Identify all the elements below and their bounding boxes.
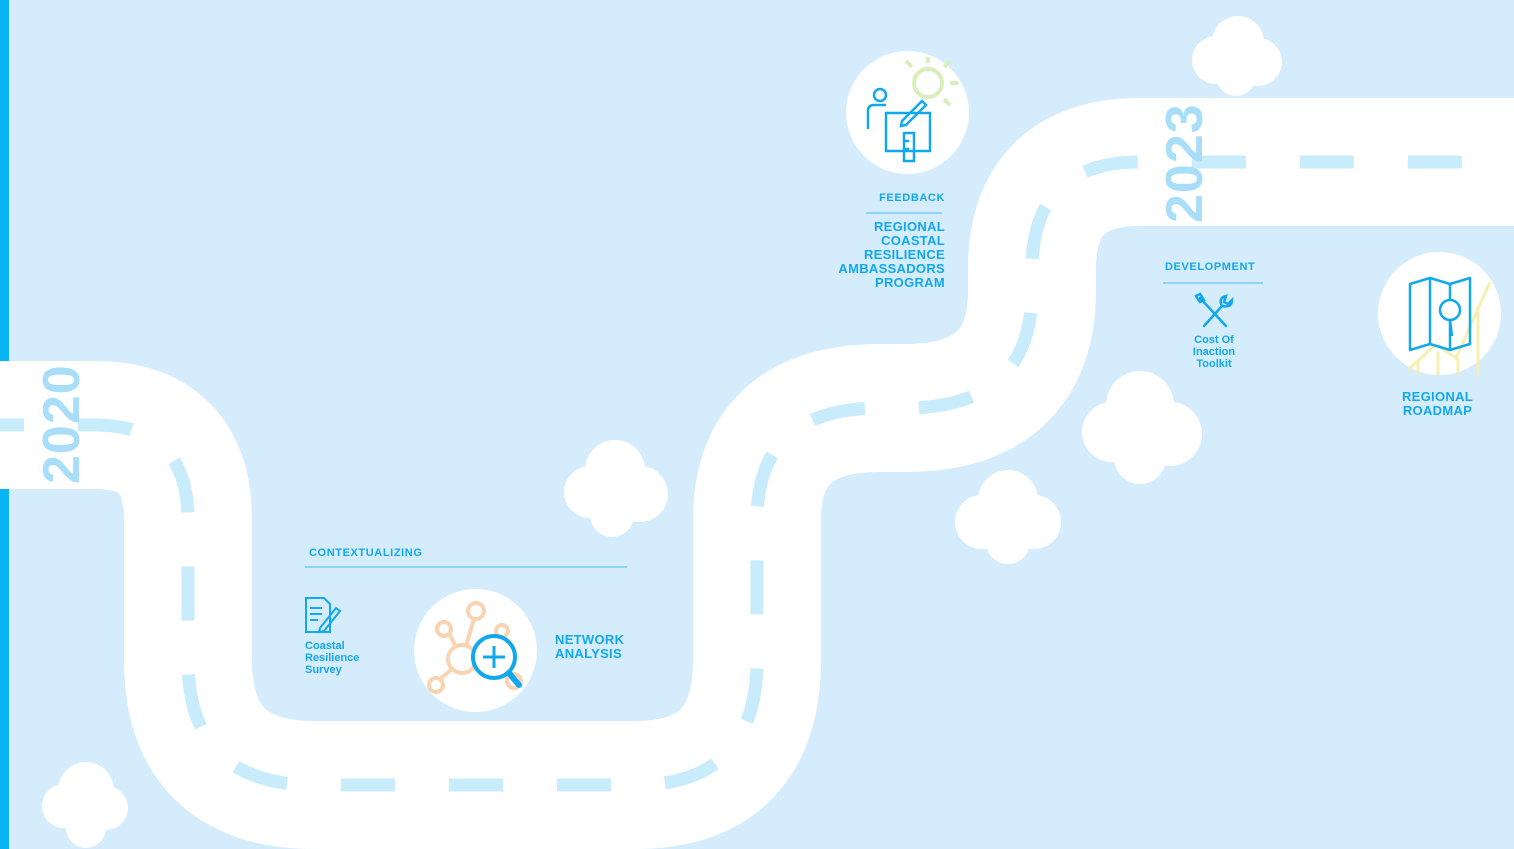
year-start: 2020 <box>33 364 91 484</box>
stage-heading-feedback: FEEDBACK <box>879 192 945 204</box>
ambassadors-program-label: REGIONAL COASTAL RESILIENCE AMBASSADORS … <box>838 219 945 290</box>
divider <box>866 212 942 214</box>
network-magnifier-icon <box>427 601 523 694</box>
tools-icon <box>1194 292 1234 328</box>
cloud-icon <box>564 440 668 537</box>
regional-roadmap-label: REGIONAL ROADMAP <box>1401 389 1473 418</box>
network-analysis-label: NETWORK ANALYSIS <box>555 632 625 661</box>
cloud-icon <box>42 762 128 848</box>
stage-heading-development: DEVELOPMENT <box>1165 261 1256 273</box>
divider <box>1163 282 1263 284</box>
divider <box>305 566 627 568</box>
toolkit-label: Cost Of Inaction Toolkit <box>1192 334 1236 370</box>
stage-heading-contextualizing: CONTEXTUALIZING <box>309 547 423 559</box>
cloud-icon <box>1192 16 1282 96</box>
year-end: 2023 <box>1156 103 1214 223</box>
survey-document-icon <box>305 597 342 634</box>
cloud-icon <box>1082 371 1202 484</box>
survey-label: Coastal Resilience Survey <box>305 640 360 676</box>
planner-person-icon <box>866 57 958 163</box>
cloud-icon <box>955 470 1061 564</box>
map-pin-icon <box>1406 276 1492 375</box>
